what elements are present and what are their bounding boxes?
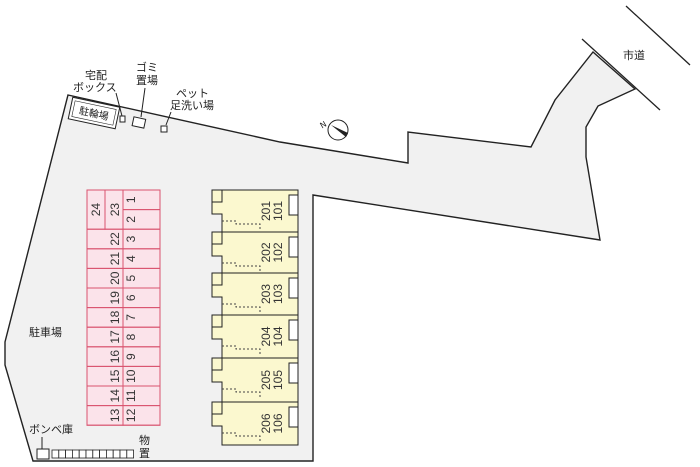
unit-number-lower: 102 xyxy=(271,242,285,262)
unit-number-upper: 204 xyxy=(259,326,273,346)
stairs-line xyxy=(222,345,261,355)
storage-row xyxy=(51,449,135,459)
balcony xyxy=(288,406,299,428)
pet-wash-label: ペット xyxy=(176,87,209,100)
parking-space-number: 12 xyxy=(124,408,138,422)
parking-space-number: 24 xyxy=(89,203,103,217)
parking-space-number: 13 xyxy=(108,408,122,422)
balcony xyxy=(288,277,299,299)
car-parking-label: 駐車場 xyxy=(29,325,62,339)
storage-unit xyxy=(72,449,80,459)
balcony xyxy=(288,236,299,258)
storage-unit xyxy=(119,449,128,459)
lot-boundary xyxy=(4,50,637,462)
garbage-area-label: ゴミ xyxy=(136,60,158,74)
garbage-area-label: 置場 xyxy=(136,74,158,87)
storage-label: 置 xyxy=(139,447,150,460)
stairs-line xyxy=(222,220,261,230)
unit-number-upper: 206 xyxy=(259,413,273,433)
bicycle-parking xyxy=(67,96,121,130)
parking-space[interactable] xyxy=(86,405,124,426)
parking-space-number: 5 xyxy=(124,275,138,282)
city-road-edge xyxy=(625,5,691,66)
parking-space-number: 7 xyxy=(124,314,138,321)
parking-space-number: 22 xyxy=(108,232,122,246)
parking-space-number: 4 xyxy=(124,255,138,262)
parking-space-number: 20 xyxy=(108,271,122,285)
delivery-box-label: 宅配 xyxy=(85,68,107,82)
north-compass-icon: N xyxy=(319,119,349,141)
stairs-line xyxy=(222,388,261,398)
unit-number-lower: 103 xyxy=(271,284,285,304)
delivery-box xyxy=(119,115,126,123)
storage-unit xyxy=(99,449,107,459)
parking-space-number: 10 xyxy=(124,369,138,383)
parking-space-number: 21 xyxy=(108,252,122,266)
unit-number-upper: 205 xyxy=(259,370,273,390)
unit-number-lower: 104 xyxy=(271,326,285,346)
storage-unit xyxy=(85,449,94,459)
parking-space-number: 18 xyxy=(108,310,122,324)
parking-space-number: 6 xyxy=(124,294,138,301)
parking-space-number: 8 xyxy=(124,333,138,340)
balcony xyxy=(288,362,299,384)
stairs-line xyxy=(222,303,261,313)
svg-text:N: N xyxy=(319,120,329,131)
parking-space-number: 16 xyxy=(108,350,122,364)
unit-number-upper: 203 xyxy=(259,284,273,304)
storage-unit xyxy=(78,449,87,459)
parking-space-number: 1 xyxy=(124,196,138,203)
storage-unit xyxy=(126,449,135,459)
unit-number-lower: 101 xyxy=(271,201,285,221)
storage-unit xyxy=(65,449,73,459)
gas-cylinder-label: ボンベ庫 xyxy=(29,422,73,436)
parking-space-number: 14 xyxy=(108,389,122,403)
balcony xyxy=(288,319,299,341)
storage-unit xyxy=(112,449,121,459)
unit-number-lower: 106 xyxy=(271,413,285,433)
storage-unit xyxy=(106,449,114,459)
delivery-box-label: ボックス xyxy=(73,81,117,94)
balcony xyxy=(288,194,299,216)
parking-space-number: 19 xyxy=(108,291,122,305)
unit-number-lower: 105 xyxy=(271,370,285,390)
parking-space-number: 9 xyxy=(124,353,138,360)
unit-number-upper: 201 xyxy=(259,201,273,221)
parking-space-number: 11 xyxy=(124,389,138,402)
storage-unit xyxy=(58,449,66,459)
city-road-edge xyxy=(581,38,661,111)
storage-unit xyxy=(51,449,60,459)
garbage-area xyxy=(131,116,147,129)
parking-space-number: 2 xyxy=(124,216,138,223)
city-road-label: 市道 xyxy=(623,48,645,62)
parking-space-number: 17 xyxy=(108,330,122,344)
parking-space-number: 23 xyxy=(108,203,122,217)
parking-space-number: 3 xyxy=(124,235,138,242)
storage-label: 物 xyxy=(139,433,150,447)
parking-space[interactable] xyxy=(86,189,106,230)
pet-wash-area xyxy=(160,125,168,133)
stairs-line xyxy=(222,262,261,272)
parking-space-number: 15 xyxy=(108,369,122,383)
stairs-line xyxy=(222,432,261,442)
unit-number-upper: 202 xyxy=(259,242,273,262)
storage-unit xyxy=(92,449,101,459)
pet-wash-label: 足洗い場 xyxy=(170,99,214,112)
gas-cylinder-storage xyxy=(36,448,50,460)
